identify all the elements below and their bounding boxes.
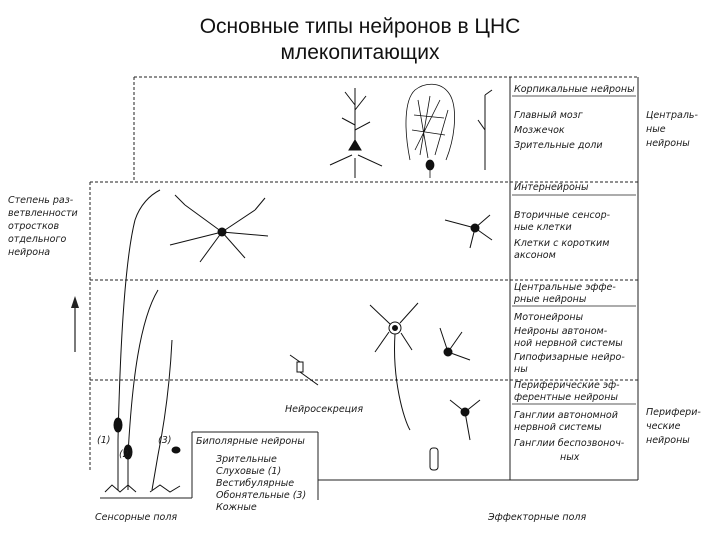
central-eff-item-1: Мотонейроны [514, 312, 584, 323]
periph-eff-header-2: ферентные нейроны [514, 392, 618, 403]
bipolar-item-5: Кожные [216, 502, 257, 513]
central-eff-item-2: Нейроны автоном- [514, 326, 608, 337]
purkinje-neuron [406, 84, 455, 178]
inter-header: Интернейроны [514, 182, 589, 193]
label-number-1: (1) [97, 435, 110, 446]
interneuron-multipolar [170, 195, 268, 262]
motoneuron [370, 303, 418, 430]
bipolar-neurons [105, 190, 180, 492]
central-label-3: нейроны [646, 138, 690, 149]
central-label-2: ные [646, 124, 666, 135]
branching-label: Степень раз- ветвленности отростков отде… [8, 195, 81, 258]
bipolar-item-2: Слуховые (1) [216, 466, 281, 477]
label-number-2: (2) [119, 449, 132, 460]
neurosecretory-neuron [290, 355, 318, 385]
inter-item-2: ные клетки [514, 222, 572, 233]
periph-eff-header-1: Периферические эф- [514, 380, 620, 391]
effector-fields-label: Эффекторные поля [487, 512, 587, 523]
cortical-item-1: Главный мозг [514, 110, 584, 121]
sensory-fields-label: Сенсорные поля [95, 512, 177, 523]
optic-lobe-neuron [478, 90, 492, 170]
cortical-item-2: Мозжечок [514, 125, 565, 136]
periph-eff-item-4: ных [560, 452, 580, 463]
branching-label-line-1: Степень раз- [8, 195, 74, 206]
peripheral-label-2: ческие [646, 421, 681, 432]
cortical-header: Корпикальные нейроны [514, 84, 635, 95]
short-axon-neuron [445, 215, 492, 248]
branching-label-line-3: отростков [8, 221, 59, 232]
central-eff-header-2: рные нейроны [513, 294, 587, 305]
central-eff-header-1: Центральные эффе- [514, 282, 616, 293]
bipolar-item-3: Вестибулярные [216, 478, 294, 489]
central-eff-item-5: ны [514, 364, 528, 375]
pyramidal-neuron [330, 88, 382, 178]
branching-label-line-2: ветвленности [8, 208, 78, 219]
inter-item-4: аксоном [514, 250, 556, 261]
branching-label-line-5: нейрона [8, 247, 50, 258]
bipolar-header: Биполярные нейроны [196, 436, 305, 447]
inter-item-1: Вторичные сенсор- [514, 210, 611, 221]
peripheral-label-1: Перифери- [646, 407, 701, 418]
autonomic-neuron [440, 328, 470, 360]
periph-eff-item-1: Ганглии автономной [514, 410, 618, 421]
effector-ending [430, 448, 438, 470]
label-number-3: (3) [158, 435, 171, 446]
central-label-1: Централь- [646, 110, 698, 121]
cortical-item-3: Зрительные доли [514, 140, 603, 151]
periph-eff-item-3: Ганглии беспозвоноч- [514, 438, 625, 449]
bipolar-item-1: Зрительные [216, 454, 277, 465]
neurosecretion-label: Нейросекреция [285, 404, 363, 415]
central-eff-item-3: ной нервной системы [514, 338, 623, 349]
ganglion-neuron [450, 400, 480, 440]
periph-eff-item-2: нервной системы [514, 422, 602, 433]
branching-label-line-4: отдельного [8, 234, 66, 245]
bipolar-item-4: Обонятельные (3) [216, 490, 306, 501]
central-eff-item-4: Гипофизарные нейро- [514, 352, 625, 363]
inter-item-3: Клетки с коротким [514, 238, 609, 249]
peripheral-label-3: нейроны [646, 435, 690, 446]
branching-arrow-icon [71, 296, 79, 352]
